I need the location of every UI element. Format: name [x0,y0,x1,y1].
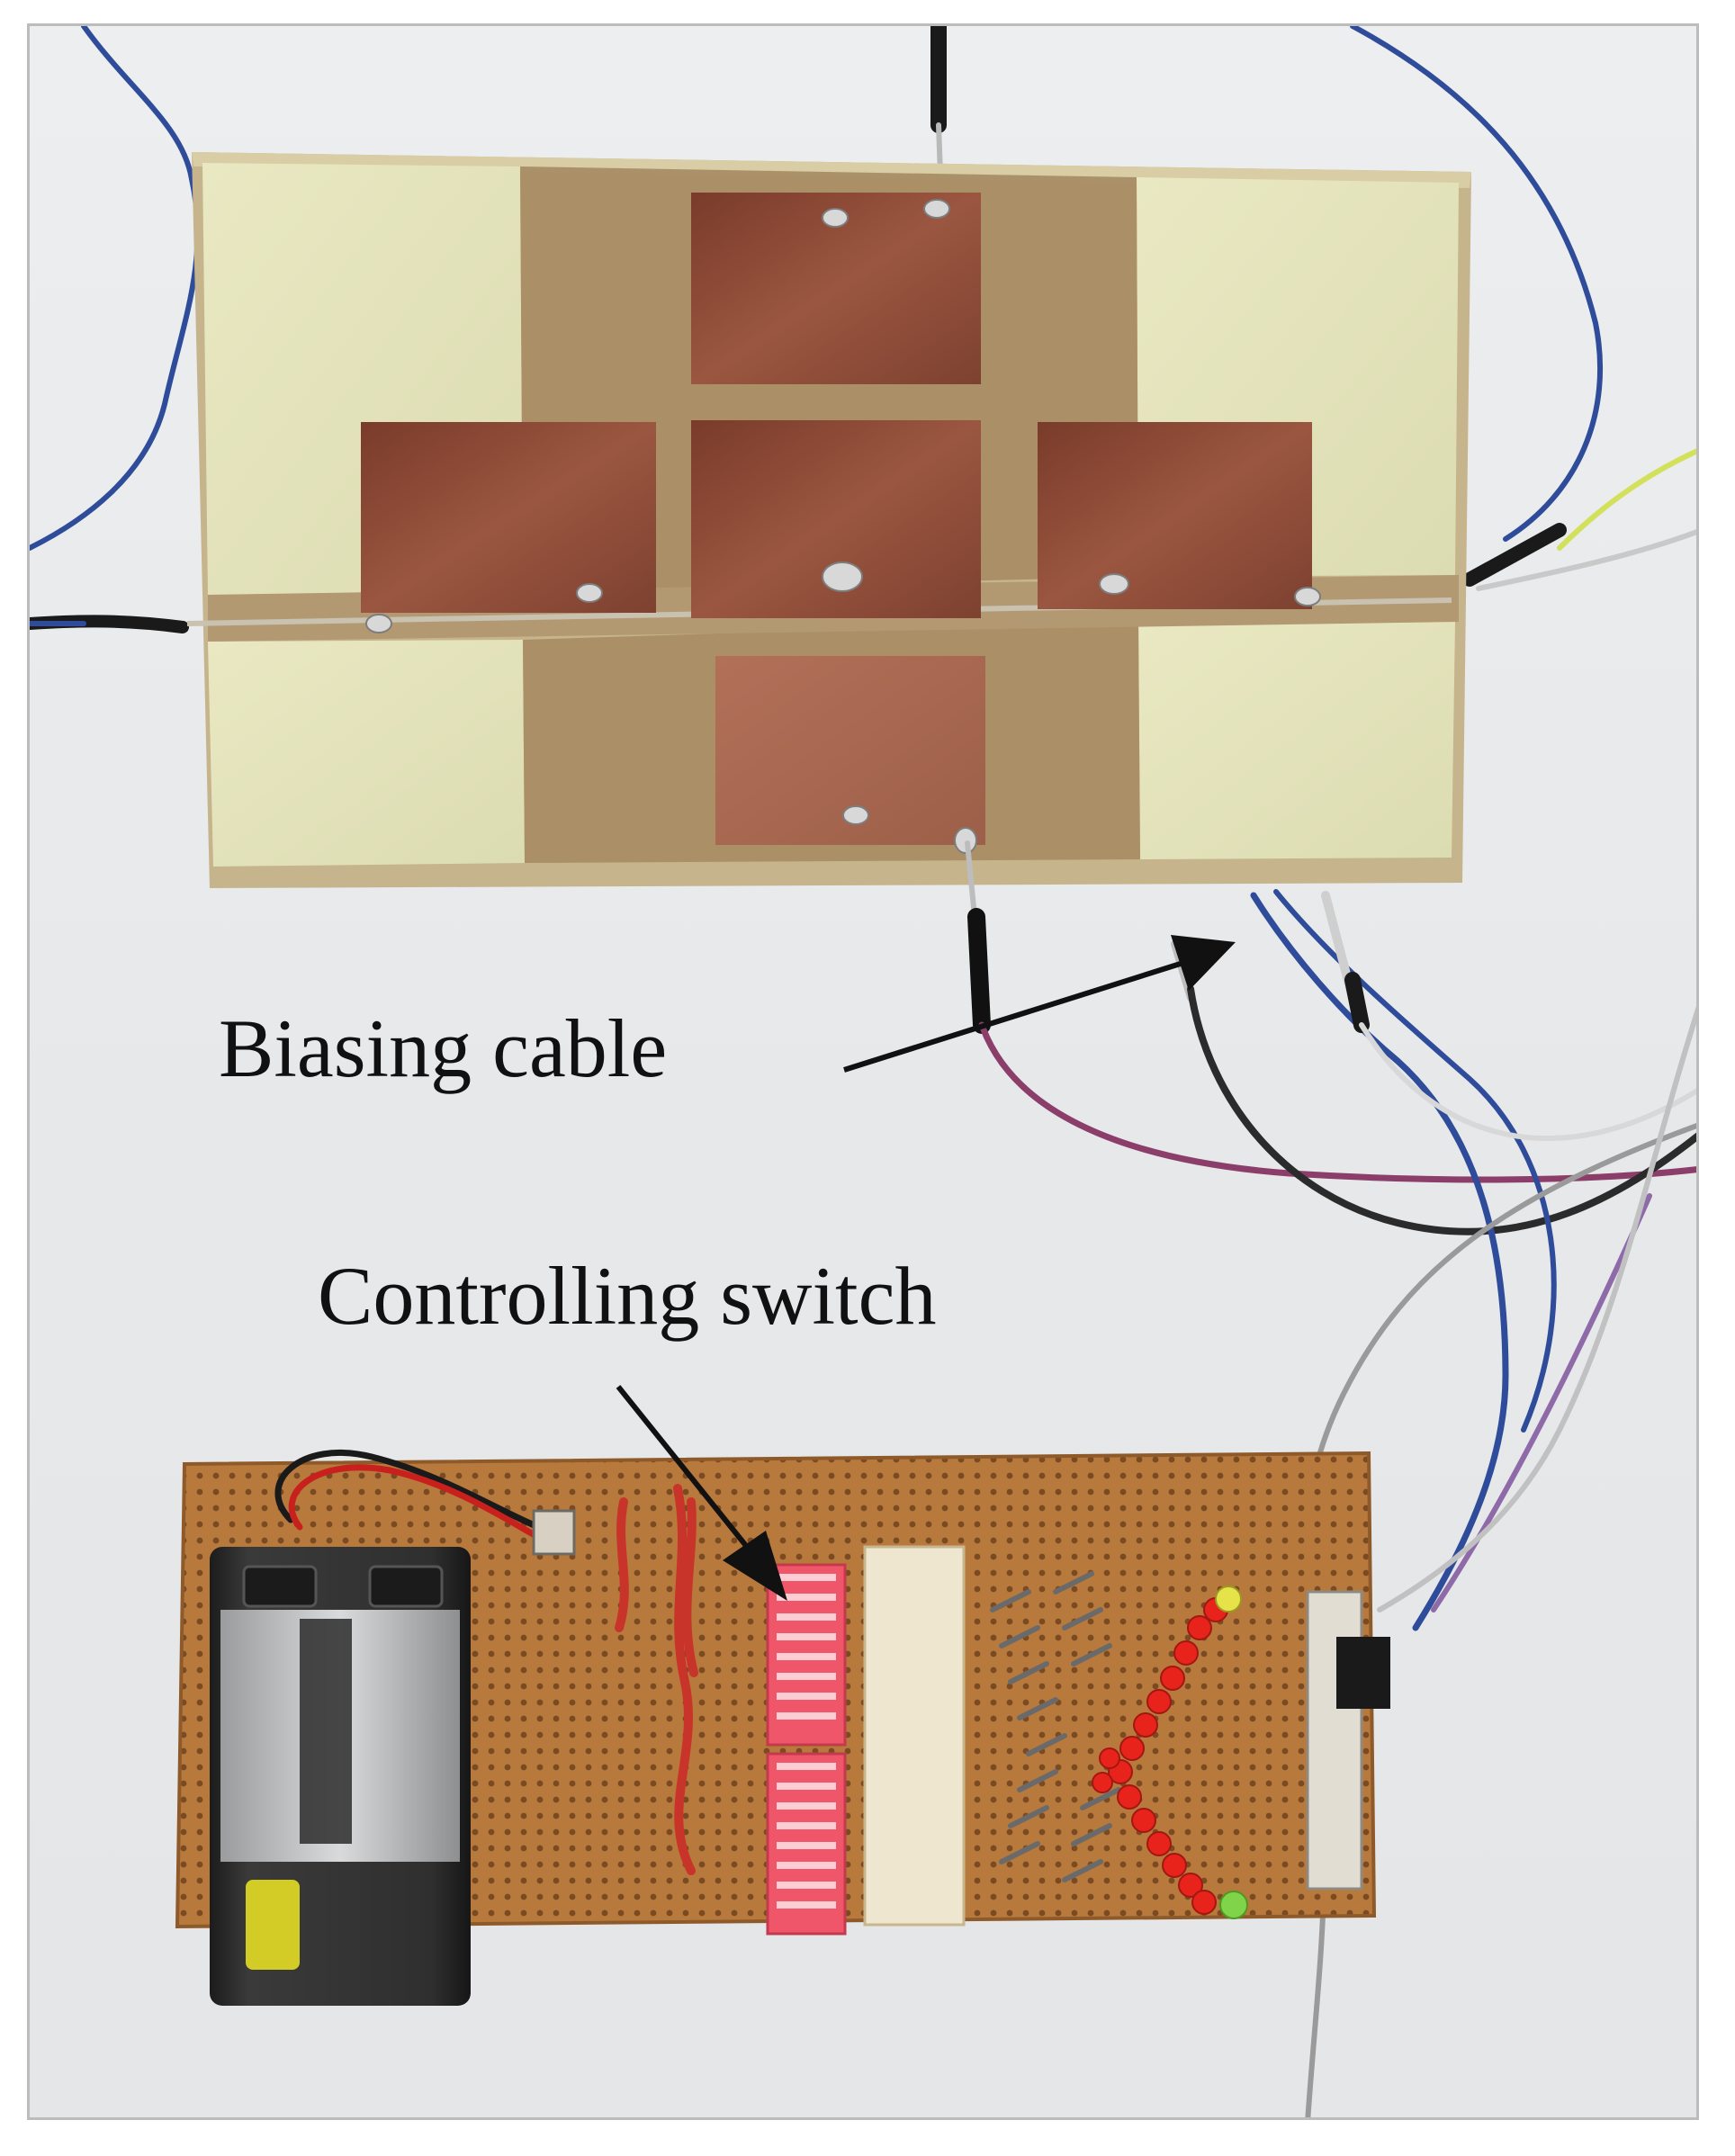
dip-switch-group [766,1563,847,1936]
control-board [175,1450,1390,2006]
patch-left [361,422,656,613]
wire-group-top [930,26,947,177]
arrow-icon [843,935,1236,1073]
prototype-photo [30,26,1696,2117]
antenna-board [186,152,1471,888]
board-connector [1306,1590,1363,1891]
header-strip [863,1545,966,1927]
photo-frame: Biasing cable Controlling switch [27,23,1699,2120]
wire-group-left [30,26,201,633]
resistor-array [990,1571,1121,1882]
led-array [1092,1586,1248,1919]
controlling-switch-label: Controlling switch [318,1250,937,1342]
battery [210,1547,471,2006]
battery-connector [532,1509,576,1556]
led-green [1219,1891,1248,1919]
wire-group-right [1350,26,1696,591]
biasing-cable-label: Biasing cable [219,1002,668,1094]
patch-right [1038,422,1312,609]
arrow-icon [616,1385,787,1601]
led-yellow [1215,1586,1242,1613]
